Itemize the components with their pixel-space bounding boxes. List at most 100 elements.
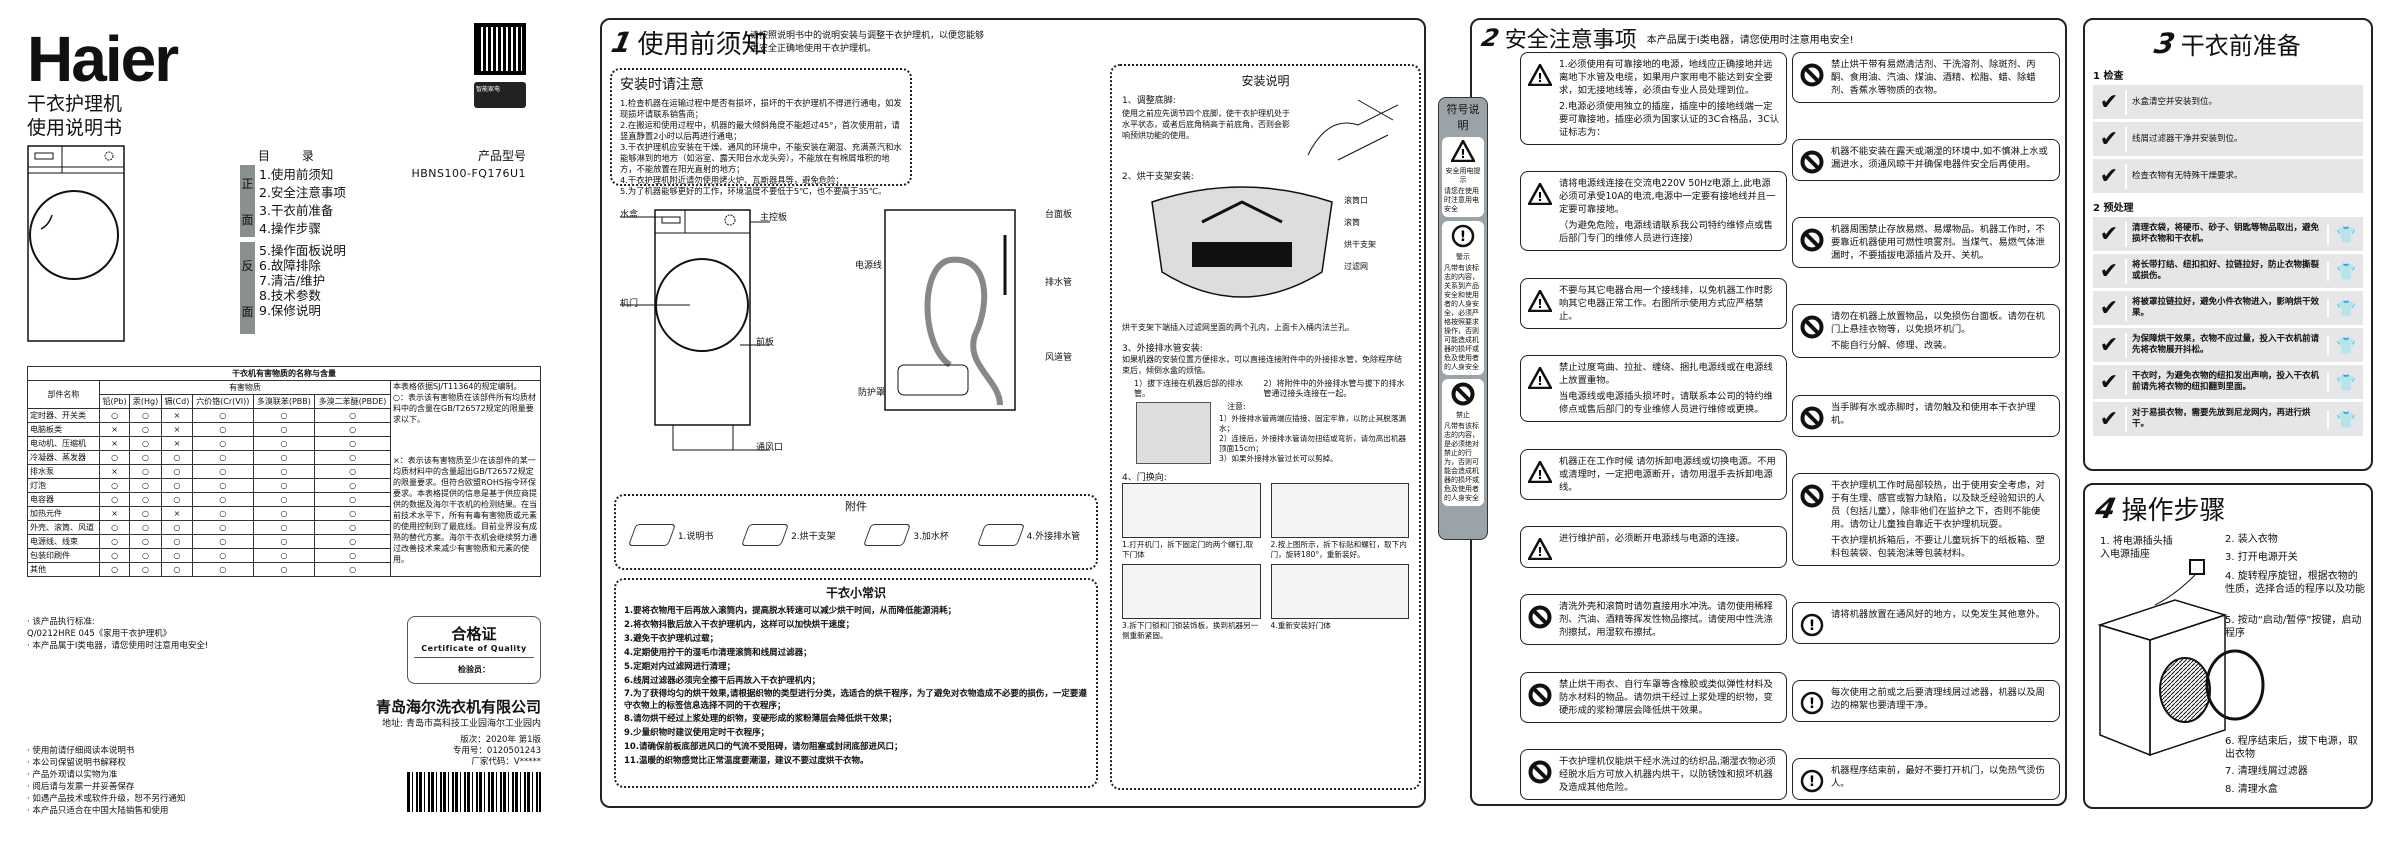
certificate-title: 合格证 (451, 625, 497, 643)
cell-value: ○ (98, 478, 131, 493)
notice-item: · 产品外观请以实物为准 (27, 770, 118, 780)
cell-value: × (160, 422, 193, 437)
cell-value: ○ (314, 562, 391, 577)
cell-value: ○ (98, 534, 131, 549)
caution-icon: ! (1799, 768, 1825, 794)
door-step-text: 2.按上图所示，拆下标贴和螺钉，取下内门，旋转180°，重新装好。 (1270, 540, 1407, 559)
legend-name: 警示 (1456, 253, 1470, 261)
checkmark-icon: ✔ (2093, 126, 2127, 152)
rack-label: 烘干支架 (1344, 240, 1376, 249)
cell-value: ○ (314, 506, 391, 521)
standard-label: · 该产品执行标准: (27, 617, 95, 627)
warning-icon: ! (1527, 365, 1553, 391)
cell-value: ○ (252, 534, 316, 549)
part-name: 电脑板类 (27, 422, 100, 437)
cell-value: ○ (129, 436, 162, 451)
safety-card: !不要与其它电器合用一个接线排，以免机器工作时影响其它电器正常工作。右图所示使用… (1520, 277, 1787, 329)
warning-icon: ! (1527, 536, 1553, 562)
company-address: 地址: 青岛市高科技工业园海尔工业园内 (382, 719, 541, 729)
safety-paragraph: 禁止烘干雨衣、自行车罩等含橡胶或类似弹性材料及防水材料的物品。请勿烘干经过上浆处… (1559, 678, 1773, 716)
product-subtitle: 干衣护理机 使用说明书 (27, 92, 122, 140)
toc-item: 6.故障排除 (259, 258, 321, 273)
checklist-row: ✔清理衣袋，将硬币、砂子、钥匙等物品取出，避免损坏衣物和干衣机。👕 (2093, 217, 2363, 251)
safety-text: 不要与其它电器合用一个接线排，以免机器工作时影响其它电器正常工作。右图所示使用方… (1559, 284, 1780, 323)
step2-title: 2、烘干支架安装: (1122, 172, 1194, 182)
section-title-text: 干衣前准备 (2180, 32, 2301, 60)
leveling-foot-illustration (1307, 99, 1399, 161)
notice-item: · 如遇产品技术或软件升级，恕不另行通知 (27, 794, 186, 804)
svg-text:!: ! (1537, 374, 1542, 388)
haier-logo: Haier (27, 23, 179, 95)
accessory-item: 4.外接排水管 (976, 524, 1080, 546)
cell-value: × (98, 422, 131, 437)
accessory-item: 2.烘干支架 (741, 524, 836, 546)
checkmark-icon: ✔ (2093, 295, 2127, 321)
safety-text: 干衣护理机仅能烘干经水洗过的纺织品,潮湿衣物必须经脱水后方可放入机器内烘干，以防… (1559, 755, 1780, 794)
rack-label: 过滤网 (1344, 262, 1368, 271)
tip-item: 9.少量织物时建议使用定时干衣程序； (624, 728, 770, 738)
safety-card: 清洗外壳和滚筒时请勿直接用水冲洗。请勿使用稀释剂、汽油、酒精等挥发性物品擦拭。请… (1520, 594, 1787, 646)
checklist-text: 干衣时，为避免衣物的纽扣发出声响，投入干衣机前请先将衣物的纽扣翻到里面。 (2132, 371, 2320, 392)
op-step-6: 6. 程序结束后，拔下电源，取出衣物 (2225, 736, 2358, 760)
toc-item: 1.使用前须知 (259, 167, 334, 182)
part-name: 包装印刷件 (27, 548, 100, 563)
cell-value: ○ (314, 492, 391, 507)
prohibit-icon (1527, 759, 1553, 785)
safety-card: !机器程序结束前，最好不要打开机门，以免热气烫伤人。 (1792, 758, 2060, 800)
cell-value: ○ (252, 464, 316, 479)
checklist-row: ✔线屑过滤器干净并安装到位。 (2093, 122, 2363, 156)
safety-paragraph: 清洗外壳和滚筒时请勿直接用水冲洗。请勿使用稀释剂、汽油、酒精等挥发性物品擦拭。请… (1559, 601, 1773, 639)
column-header: 多溴二苯醚(PBDE) (314, 394, 391, 409)
cell-value: ○ (98, 562, 131, 577)
section2-title: 2 安全注意事项 本产品属于I类电器，请您使用时注意用电安全! (1479, 22, 1854, 54)
caution-icon: ! (1799, 612, 1825, 638)
safety-text: 禁止过度弯曲、拉扯、缠绕、捆扎电源线或在电源线上放置重物。当电源线或电源插头损坏… (1559, 361, 1780, 416)
svg-text:!: ! (1809, 618, 1815, 634)
notice-item: · 本产品只适合在中国大陆销售和使用 (27, 806, 169, 816)
safety-left-column: !1.必须使用有可靠接地的电源，地线应正确接地并远离地下水管及电缆，如果用户家用… (1520, 52, 1787, 800)
op-step-2: 2. 装入衣物 (2225, 534, 2278, 545)
safety-paragraph: 机器正在工作时候 请勿拆卸电源线或切换电源。不用或清理时，一定把电源断开，请勿用… (1559, 455, 1776, 493)
table-row: 冷凝器、蒸发器○○○○○○ (27, 450, 541, 465)
tip-item: 2.将衣物抖散后放入干衣护理机内，这样可以加快烘干速度； (624, 620, 855, 630)
checklist-text: 水盒清空并安装到位。 (2132, 96, 2218, 107)
header-substances: 有害物质 (98, 380, 392, 395)
safety-card: 干衣护理机工作时局部较热，出于使用安全考虑，对于有生理、感官或智力缺陷，以及缺乏… (1792, 472, 2060, 566)
install-notes-title: 安装时请注意 (620, 77, 704, 93)
op-step-4: 4. 旋转程序旋钮，根据衣物的性质，选择合适的程序以及功能 (2225, 571, 2365, 595)
safety-card: 当手脚有水或赤脚时，请勿触及和使用本干衣护理机。 (1792, 394, 2060, 437)
side-char: 面 (241, 304, 254, 319)
caution-icon: ! (1444, 224, 1482, 251)
legend-text: 请您在使用时注意用电安全 (1444, 187, 1479, 213)
toc-front-side-label: 正面 (240, 165, 255, 237)
qr-code[interactable] (472, 21, 528, 77)
checklist-row: ✔将长带打结、纽扣扣好、拉链拉好，防止衣物撕裂或损伤。👕 (2093, 254, 2363, 288)
cell-value: ○ (191, 534, 254, 549)
safety-paragraph: 每次使用之前或之后要清理线屑过滤器，机器以及周边的棉絮也要清理干净。 (1831, 686, 2045, 711)
cell-value: ○ (252, 478, 316, 493)
door-step-illustration (1122, 483, 1261, 538)
cell-value: ○ (129, 464, 162, 479)
safety-text: 机器不能安装在露天或潮湿的环境中,如不慎淋上水或漏进水，须通风晾干并确保电器件安… (1831, 145, 2053, 171)
cell-value: ○ (252, 562, 316, 577)
step3-notes: 1）外接排水管两端应插接、固定牢靠，以防止其脱落漏水；2）连接后，外接排水管请勿… (1219, 414, 1409, 464)
cell-value: ○ (191, 436, 254, 451)
drying-rack-illustration (1151, 186, 1333, 298)
warning-icon: ! (1527, 288, 1553, 314)
cell-value: ○ (252, 450, 316, 465)
step1-text: 使用之前应先调节四个底脚，使干衣护理机处于水平状态，或者后底角稍高于前底角，否则… (1122, 109, 1290, 140)
section-number: 3 (2151, 27, 2179, 60)
tip-item: 7.为了获得均匀的烘干效果,请根据织物的类型进行分类，选适合的烘干程序，为了避免… (624, 689, 1087, 711)
cell-value: ○ (314, 422, 391, 437)
section4-title: 4 操作步骤 (2092, 490, 2225, 527)
prohibit-icon (1799, 149, 1825, 175)
warning-icon: ! (1527, 181, 1553, 207)
tip-item: 8.请勿烘干经过上浆处理的织物，变硬形成的浆粉薄层会降低烘干效果； (624, 714, 897, 724)
cell-value: ○ (191, 520, 254, 535)
accessories-title: 附件 (845, 500, 867, 513)
svg-text:!: ! (1537, 190, 1542, 204)
checklist-row: ✔对于易损衣物，需要先放到尼龙网内，再进行烘干。👕 (2093, 402, 2363, 436)
standard-notes: · 该产品执行标准: Q/0212HRE 045《家用干衣护理机》 · 本产品属… (27, 616, 208, 652)
section1-desc: 请按照说明书中的说明安装与调整干衣护理机，以便您能够更安全正确地使用干衣护理机。 (750, 31, 985, 54)
section-number: 1 (608, 26, 635, 59)
